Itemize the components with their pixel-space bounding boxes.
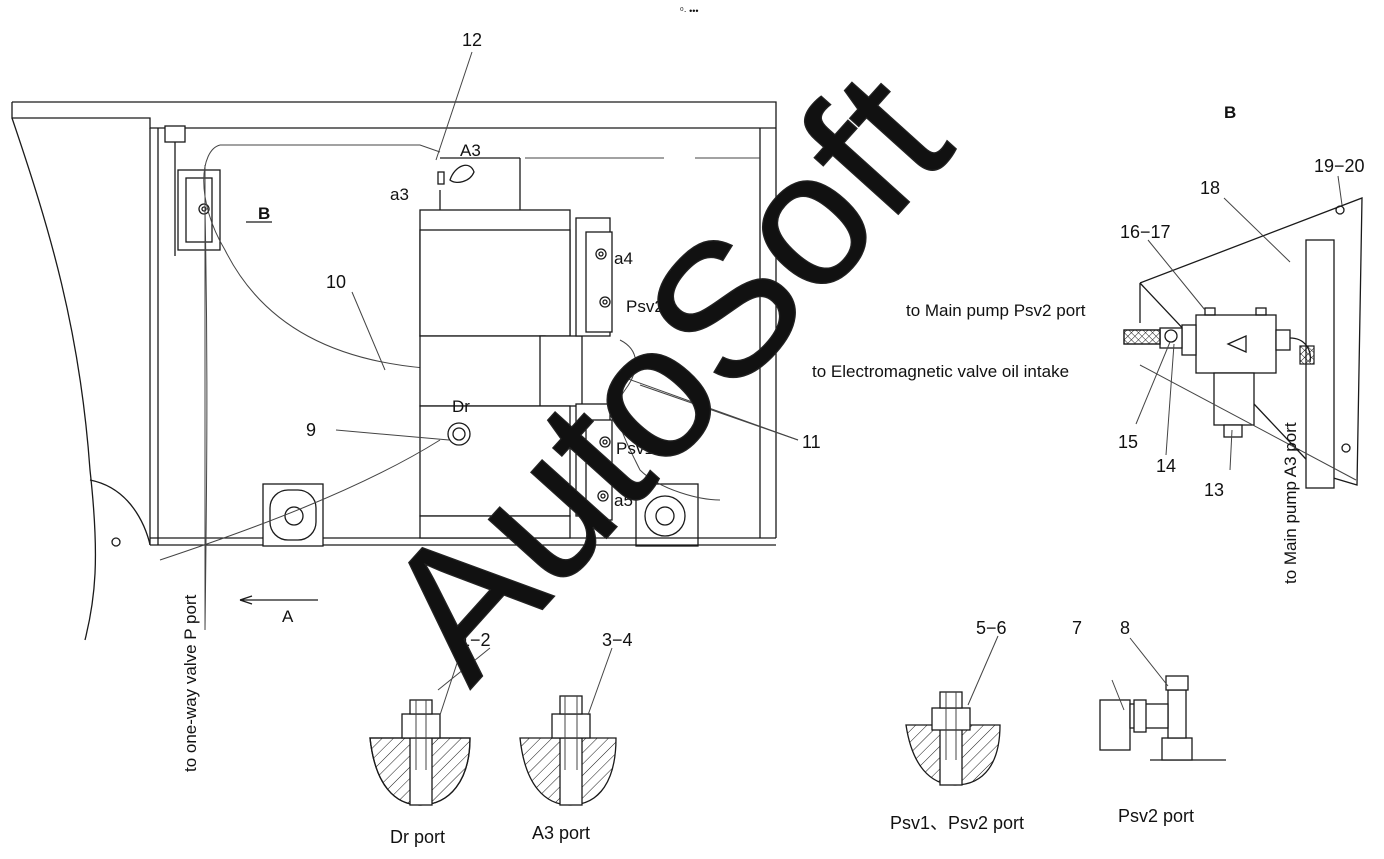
label-to-em-valve: to Electromagnetic valve oil intake	[812, 362, 1069, 381]
port-label-psv1: Psv1	[616, 439, 654, 458]
callout-5-6: 5−6	[976, 618, 1007, 638]
callout-18: 18	[1200, 178, 1220, 198]
detail-dr-port: 1−2 Dr port	[369, 630, 491, 847]
detail-a3-port: 3−4 A3 port	[519, 630, 633, 843]
callout-12: 12	[462, 30, 482, 50]
label-view-b-title: B	[1224, 103, 1236, 122]
caption-a3-port: A3 port	[532, 823, 590, 843]
callout-3-4: 3−4	[602, 630, 633, 650]
callout-10: 10	[326, 272, 346, 292]
callout-16-17: 16−17	[1120, 222, 1171, 242]
port-label-dr: Dr	[452, 397, 470, 416]
label-to-oneway-valve: to one-way valve P port	[181, 594, 200, 772]
top-mark: ⁰· •••	[680, 6, 699, 16]
label-to-main-pump-psv2: to Main pump Psv2 port	[906, 301, 1086, 320]
callout-11: 11	[802, 432, 821, 452]
port-label-a4: a4	[614, 249, 633, 268]
label-to-main-pump-a3: to Main pump A3 port	[1281, 422, 1300, 584]
callout-7: 7	[1072, 618, 1082, 638]
caption-psv-port: Psv1、Psv2 port	[890, 813, 1024, 833]
callout-1-2: 1−2	[460, 630, 491, 650]
port-label-a5: a5	[614, 491, 633, 510]
view-b-detail: B 19−20 18 16−17 15	[812, 103, 1365, 584]
port-label-a3-upper: A3	[460, 141, 481, 160]
callout-14: 14	[1156, 456, 1176, 476]
label-view-b-marker: B	[258, 204, 270, 223]
port-label-a3-lower: a3	[390, 185, 409, 204]
main-assembly-view: B A a3 A3 a4 Psv2 Dr Psv1 a5 12 10 9 11 …	[11, 30, 821, 772]
caption-psv2-port: Psv2 port	[1118, 806, 1194, 826]
port-label-psv2: Psv2	[626, 297, 664, 316]
callout-9: 9	[306, 420, 316, 440]
callout-15: 15	[1118, 432, 1138, 452]
detail-psv-port: 5−6 Psv1、Psv2 port	[890, 618, 1024, 833]
callout-8: 8	[1120, 618, 1130, 638]
detail-psv2-port: 7 8 Psv2 port	[1072, 618, 1226, 826]
label-view-a-marker: A	[282, 607, 294, 626]
callout-13: 13	[1204, 480, 1224, 500]
caption-dr-port: Dr port	[390, 827, 445, 847]
callout-19-20: 19−20	[1314, 156, 1365, 176]
